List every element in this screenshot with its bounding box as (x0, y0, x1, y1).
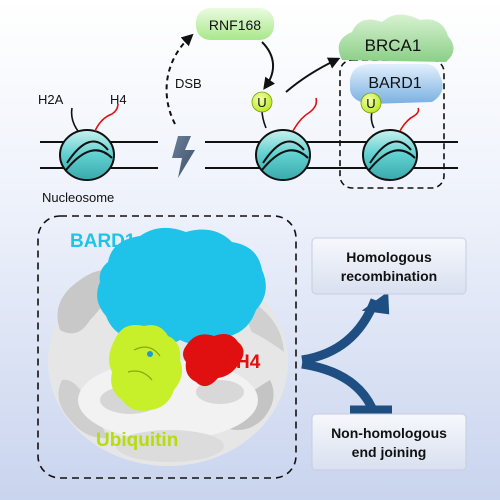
homologous-recombination-box: Homologous recombination (311, 237, 467, 295)
recruitment-arrow (285, 57, 341, 93)
hr-line-2: recombination (341, 268, 437, 284)
ubiquitin-structure (109, 325, 182, 411)
dsb-label: DSB (175, 76, 202, 91)
h2a-label: H2A (38, 92, 64, 107)
ubiquitin-structure-label: Ubiquitin (96, 430, 178, 451)
dsb-arrow (165, 33, 194, 125)
h4-structure-label: H4 (236, 352, 261, 373)
nucleosome-3 (362, 107, 420, 181)
brca1-node: BRCA1 (338, 14, 454, 62)
rnf168-label: RNF168 (209, 17, 261, 33)
h4-label: H4 (110, 92, 127, 107)
bard1-top-label: BARD1 (368, 75, 421, 92)
nucleosome-1 (59, 103, 119, 181)
lightning-bolt-icon (172, 136, 195, 178)
h2a-tail (70, 107, 79, 132)
nhej-box: Non-homologous end joining (311, 413, 467, 471)
rnf168-node: RNF168 (196, 8, 274, 40)
nhej-line-1: Non-homologous (331, 425, 447, 441)
hr-line-1: Homologous (346, 249, 432, 265)
h4-tail (94, 103, 119, 132)
ubiquitin-badge-2: U (360, 92, 382, 114)
bard1-structure-label: BARD1 (70, 231, 136, 252)
ubiquitin-badge-1: U (251, 91, 273, 113)
structure-dashed-box (37, 215, 297, 479)
h4-structure (183, 334, 244, 387)
svg-text:U: U (366, 96, 375, 111)
outcome-arrows (301, 291, 392, 415)
brca1-label: BRCA1 (365, 36, 422, 55)
dna-strand-right (205, 141, 458, 169)
bard1-structure (97, 227, 266, 346)
nucleosome-label: Nucleosome (42, 190, 114, 205)
nhej-line-2: end joining (352, 444, 427, 460)
rnf168-arrow (261, 41, 276, 90)
svg-text:U: U (257, 95, 266, 110)
